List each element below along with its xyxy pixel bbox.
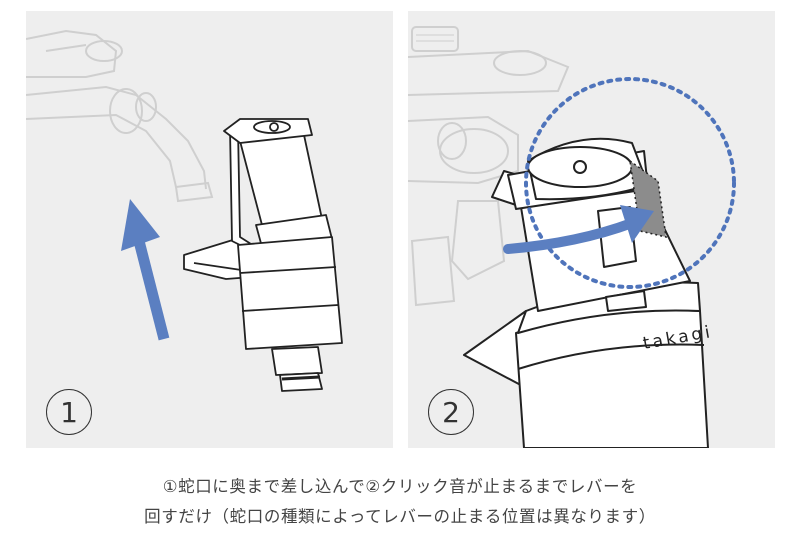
faucet-drawing: [26, 29, 214, 203]
step-2-badge: 2: [428, 389, 474, 435]
faucet-drawing: [408, 26, 570, 307]
step-1-panel: 1: [26, 11, 393, 448]
step-2-panel: takagi 2: [408, 11, 775, 448]
step-1-illustration: [26, 29, 343, 392]
step-2-illustration: takagi: [408, 26, 736, 448]
insert-arrow: [121, 199, 170, 341]
focus-circle: [524, 77, 736, 289]
caption-line-1: ①蛇口に奥まで差し込んで②クリック音が止まるまでレバーを: [162, 477, 638, 496]
adapter-device: [183, 118, 343, 392]
caption-line-2: 回すだけ（蛇口の種類によってレバーの止まる位置は異なります）: [144, 507, 656, 526]
step-1-badge: 1: [46, 389, 92, 435]
instruction-caption: ①蛇口に奥まで差し込んで②クリック音が止まるまでレバーを 回すだけ（蛇口の種類に…: [0, 472, 800, 532]
adapter-device: [463, 137, 709, 448]
rotate-arrow: [503, 205, 654, 254]
